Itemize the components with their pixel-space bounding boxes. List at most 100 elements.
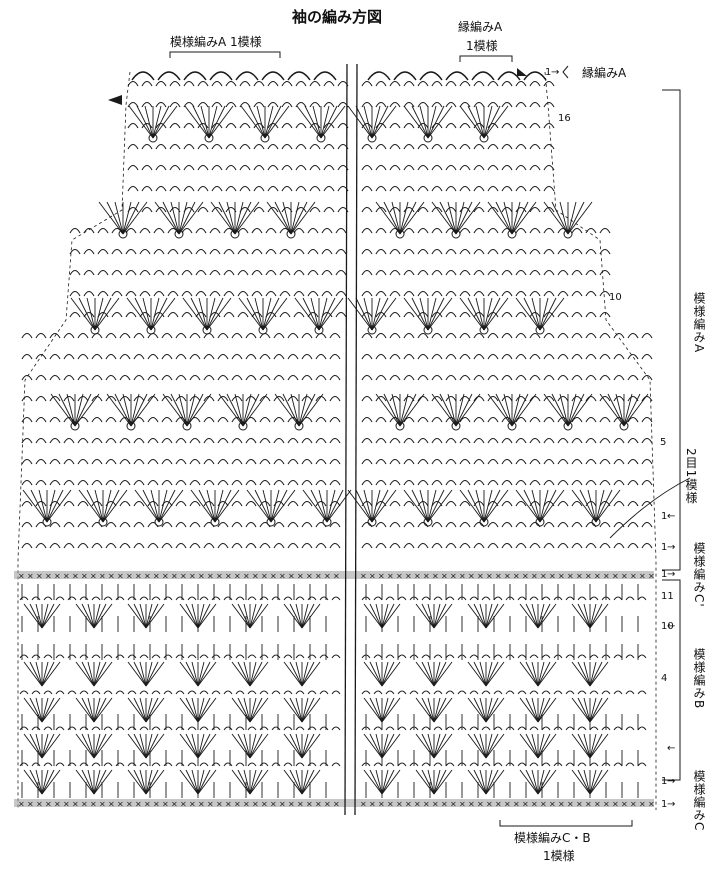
chain-arc (599, 395, 611, 402)
chain-arc (417, 332, 429, 339)
chain-arc (445, 374, 457, 381)
chain-arc (459, 290, 471, 297)
shell-stitch (433, 733, 441, 759)
chain-arc (459, 143, 471, 150)
shell-stitch (145, 603, 159, 629)
chain-arc (529, 542, 541, 549)
fan-stitch (130, 393, 140, 427)
chain-arc (309, 164, 321, 171)
shell-stitch (197, 733, 205, 759)
chain-arc (127, 762, 137, 767)
shell-stitch (427, 661, 435, 687)
chain-arc (641, 332, 653, 339)
chain-arc (601, 690, 611, 695)
chain-arc (49, 521, 61, 528)
edging-bracket (562, 65, 569, 79)
chain-arc (329, 479, 341, 486)
chain-arc (459, 311, 471, 318)
fan-stitch (234, 201, 252, 235)
chain-arc (105, 479, 117, 486)
chain-arc (21, 479, 33, 486)
chain-arc (515, 122, 527, 129)
fan-stitch (246, 489, 272, 523)
chain-arc (105, 521, 117, 528)
shell-stitch (41, 733, 49, 759)
fan-stitch (511, 201, 521, 235)
row-number-16: 16 (558, 113, 571, 124)
fan-stitch (399, 393, 425, 427)
chain-arc (69, 290, 81, 297)
chain-arc (493, 690, 503, 695)
chain-arc (389, 206, 401, 213)
fan-stitch (162, 201, 180, 235)
fan-stitch (326, 489, 344, 523)
chain-arc (127, 726, 137, 731)
chain-arc (315, 458, 327, 465)
fan-stitch (427, 297, 437, 331)
fan-stitch (50, 393, 76, 427)
sc-mark: × (648, 572, 655, 581)
chain-arc (203, 416, 215, 423)
sc-mark: × (504, 572, 511, 581)
chain-arc (119, 542, 131, 549)
shell-stitch (289, 697, 303, 723)
chain-arc (133, 395, 145, 402)
shell-stitch (571, 697, 591, 723)
chain-arc (211, 596, 221, 601)
fan-stitch (226, 393, 244, 427)
chain-arc (501, 332, 513, 339)
fan-stitch (447, 393, 457, 427)
chain-arc (445, 164, 457, 171)
fan-stitch (154, 201, 180, 235)
chain-arc (529, 185, 541, 192)
fan-stitch (178, 201, 188, 235)
chain-arc (69, 269, 81, 276)
shell-stitch (237, 603, 251, 629)
fan-stitch (503, 393, 513, 427)
chain-arc (361, 206, 373, 213)
chain-arc (627, 542, 639, 549)
chain-arc (585, 248, 597, 255)
chain-arc (613, 542, 625, 549)
sc-mark: × (612, 572, 619, 581)
shell-stitch (537, 661, 557, 687)
chain-arc (307, 227, 319, 234)
chain-arc (361, 311, 373, 318)
chain-arc (133, 500, 145, 507)
chain-arc (637, 654, 647, 659)
sc-mark: × (297, 800, 304, 809)
sc-mark: × (72, 572, 79, 581)
chain-arc (83, 290, 95, 297)
chain-arc (21, 374, 33, 381)
sc-mark: × (126, 800, 133, 809)
chain-arc (331, 762, 341, 767)
chain-arc (501, 101, 513, 108)
chain-arc (83, 227, 95, 234)
chain-arc (625, 596, 635, 601)
chain-arc (361, 80, 373, 87)
chain-arc (469, 690, 479, 695)
chain-arc (77, 374, 89, 381)
fan-stitch (254, 297, 264, 331)
chain-arc (247, 596, 257, 601)
shell-stitch (23, 661, 43, 687)
shell-stitch (531, 603, 539, 629)
shell-stitch (179, 661, 199, 687)
chain-arc (389, 437, 401, 444)
chain-arc (295, 122, 307, 129)
chain-arc (183, 185, 195, 192)
chain-arc (267, 164, 279, 171)
chain-arc (445, 353, 457, 360)
shell-stitch (375, 603, 383, 629)
shell-stitch (295, 769, 303, 795)
sc-mark: × (486, 572, 493, 581)
fan-stitch (122, 201, 140, 235)
fan-stitch (192, 105, 210, 139)
chain-arc (487, 437, 499, 444)
chain-arc (147, 374, 159, 381)
chain-arc (189, 479, 201, 486)
shell-stitch (433, 769, 441, 795)
chain-arc (315, 542, 327, 549)
shell-stitch (301, 769, 321, 795)
shell-stitch (473, 661, 487, 687)
